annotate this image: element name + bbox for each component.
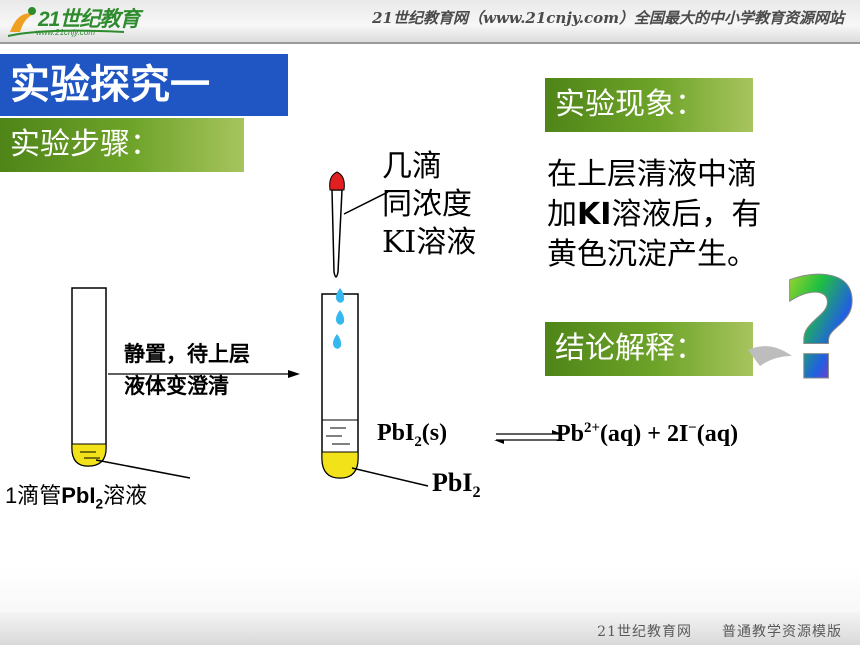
site-logo-icon xyxy=(7,7,125,37)
equation-right: Pb2+(aq) + 2I−(aq) xyxy=(556,420,739,447)
logo-text: 21世纪教育 xyxy=(38,8,140,31)
left-tube-label: 1滴管PbI2溶液 xyxy=(5,483,148,512)
step-line-1: 静置，待上层 xyxy=(124,342,250,366)
slide-title: 实验探究一 xyxy=(0,54,288,116)
steps-label: 实验步骤： xyxy=(0,118,244,172)
svg-text:?: ? xyxy=(780,249,860,412)
footer-text: 21世纪教育网 普通教学资源模版 xyxy=(597,624,842,640)
conclusion-label: 结论解释： xyxy=(545,322,753,376)
footer-banner: 21世纪教育网 普通教学资源模版 xyxy=(0,612,860,645)
phenomenon-line-2: 加KI溶液后，有 xyxy=(547,197,762,232)
left-tube-pointer xyxy=(95,459,191,479)
precipitate-pointer xyxy=(351,467,429,487)
ki-drops xyxy=(333,288,345,349)
dropper-label: 几滴 同浓度 KI溶液 xyxy=(382,148,476,262)
dropper-pointer xyxy=(343,191,389,215)
header-banner: 21世纪教育 www.21cnjy.com 21世纪教育网（www.21cnjy… xyxy=(0,0,860,42)
step-line-2: 液体变澄清 xyxy=(124,374,229,398)
dropper-label-line-2: 同浓度 xyxy=(382,187,472,222)
phenomenon-label: 实验现象： xyxy=(545,78,753,132)
phenomenon-text: 在上层清液中滴 加KI溶液后，有 黄色沉淀产生。 xyxy=(547,155,807,275)
equilibrium-arrow-icon xyxy=(494,430,562,444)
phenomenon-line-3: 黄色沉淀产生。 xyxy=(547,237,757,272)
site-tagline: 21世纪教育网（www.21cnjy.com）全国最大的中小学教育资源网站 xyxy=(372,9,844,27)
dropper-icon xyxy=(329,171,345,278)
phenomenon-line-1: 在上层清液中滴 xyxy=(547,157,757,192)
dropper-label-line-3: KI溶液 xyxy=(382,225,477,260)
precipitate-label: PbI2 xyxy=(432,468,481,502)
step-instruction: 静置，待上层 液体变澄清 xyxy=(124,338,250,402)
right-test-tube xyxy=(321,293,359,479)
left-test-tube xyxy=(71,287,107,467)
question-mark-icon: ? xyxy=(748,249,860,413)
dropper-label-line-1: 几滴 xyxy=(382,149,442,184)
equation-left: PbI2(s) xyxy=(377,420,448,450)
header-divider xyxy=(0,42,860,44)
logo-url: www.21cnjy.com xyxy=(36,28,95,37)
